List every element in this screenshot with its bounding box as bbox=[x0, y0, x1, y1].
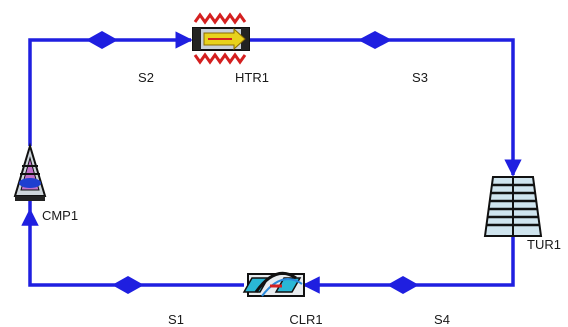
block-label-clr1: CLR1 bbox=[289, 312, 322, 327]
stream-s1-marker[interactable] bbox=[112, 276, 144, 294]
stream-label-s3: S3 bbox=[412, 70, 428, 85]
stream-s3-line[interactable] bbox=[248, 38, 522, 177]
turbine-icon[interactable] bbox=[483, 176, 543, 237]
stream-s4-marker[interactable] bbox=[387, 276, 419, 294]
block-label-htr1: HTR1 bbox=[235, 70, 269, 85]
heater-icon[interactable] bbox=[192, 12, 250, 65]
stream-s2-line[interactable] bbox=[28, 31, 193, 146]
stream-s4-line[interactable] bbox=[302, 236, 515, 294]
cooler-icon[interactable] bbox=[242, 271, 305, 297]
stream-label-s2: S2 bbox=[138, 70, 154, 85]
stream-label-s1: S1 bbox=[168, 312, 184, 327]
block-label-tur1: TUR1 bbox=[527, 237, 561, 252]
stream-label-s4: S4 bbox=[434, 312, 450, 327]
stream-s3-marker[interactable] bbox=[358, 31, 392, 49]
compressor-icon[interactable] bbox=[13, 142, 47, 210]
stream-s1-line[interactable] bbox=[21, 208, 244, 287]
stream-s2-marker[interactable] bbox=[86, 31, 118, 49]
block-label-cmp1: CMP1 bbox=[42, 208, 78, 223]
